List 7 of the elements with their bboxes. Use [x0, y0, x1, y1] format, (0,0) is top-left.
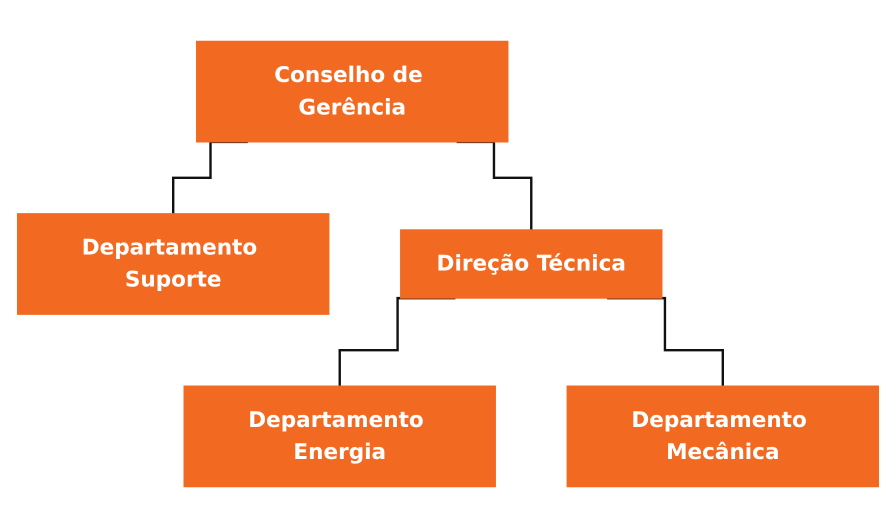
node-box: Direção Técnica [400, 229, 662, 299]
node-box: Departamento Mecânica [566, 386, 880, 488]
node-box: Conselho de Gerência [196, 40, 508, 142]
connector [456, 140, 532, 232]
node-box: Departamento Suporte [16, 213, 330, 315]
connector [172, 140, 248, 215]
node-box: Departamento Energia [184, 386, 496, 488]
